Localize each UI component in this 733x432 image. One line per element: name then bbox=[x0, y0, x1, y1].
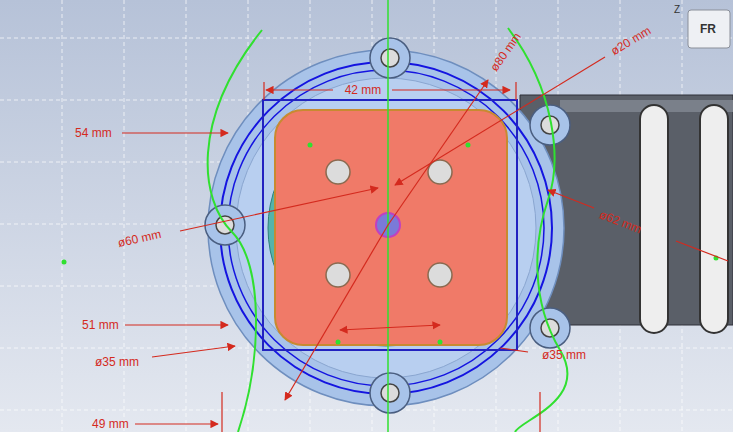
slot bbox=[640, 105, 668, 333]
dimension-label: 54 mm bbox=[75, 126, 112, 140]
points bbox=[62, 143, 719, 345]
dimension-lines bbox=[122, 57, 728, 432]
housing bbox=[208, 50, 564, 406]
axis-label: Z bbox=[674, 3, 680, 17]
dimension-label: ø35 mm bbox=[95, 355, 139, 369]
dimension-label: ø35 mm bbox=[542, 348, 586, 362]
nav-cube bbox=[688, 10, 730, 48]
dimension-label: 49 mm bbox=[92, 417, 129, 431]
slot bbox=[700, 105, 728, 333]
nav-cube-face: FR bbox=[700, 22, 716, 36]
construction-arc bbox=[508, 28, 567, 432]
square-pad bbox=[275, 110, 507, 345]
dimension-label: 51 mm bbox=[82, 318, 119, 332]
center-axis bbox=[387, 0, 389, 432]
construction-arc bbox=[208, 30, 262, 432]
construction-rectangle bbox=[263, 100, 517, 350]
dimension-label: 42 mm bbox=[345, 83, 382, 97]
